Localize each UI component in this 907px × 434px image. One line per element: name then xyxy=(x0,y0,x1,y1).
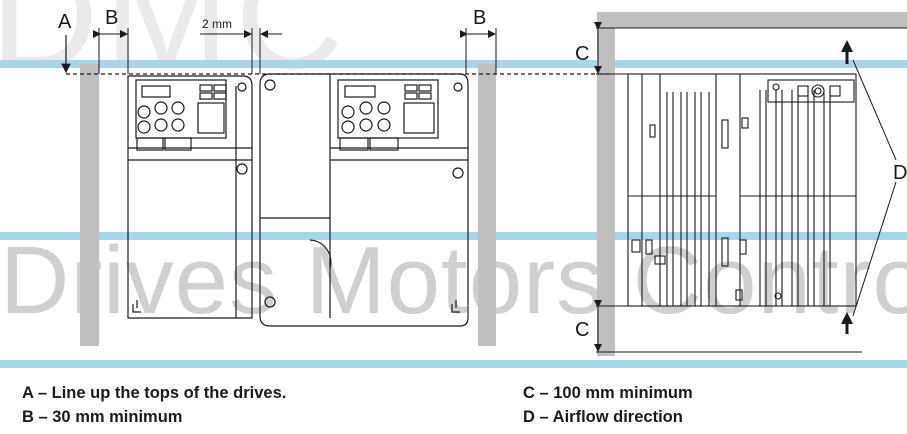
legend-d: D – Airflow direction xyxy=(523,408,683,426)
gap-label: 2 mm xyxy=(202,17,232,31)
label-b-left: B xyxy=(105,7,118,29)
watermark-band xyxy=(0,360,907,368)
label-c-top: C xyxy=(575,43,589,65)
airflow-arrow-bottom xyxy=(841,312,853,334)
airflow-arrow-up xyxy=(841,40,853,64)
watermark-band xyxy=(0,232,907,240)
d-leader-bottom xyxy=(852,181,897,317)
legend-c: C – 100 mm minimum xyxy=(523,384,693,402)
d-leader-top xyxy=(852,59,897,161)
label-d: D xyxy=(893,162,907,184)
drive-front-right xyxy=(259,73,469,327)
drive-front-left xyxy=(127,75,253,319)
drive-side-view xyxy=(627,73,857,307)
left-wall xyxy=(80,64,99,346)
legend-a: A – Line up the tops of the drives. xyxy=(22,384,287,402)
label-c-bottom: C xyxy=(575,319,589,341)
top-clearance-panel xyxy=(597,12,907,28)
rear-wall xyxy=(597,28,615,356)
watermark-band xyxy=(0,60,907,68)
legend-b: B – 30 mm minimum xyxy=(22,408,183,426)
right-wall xyxy=(478,64,496,346)
label-a: A xyxy=(58,11,72,33)
installation-diagram: A B 2 mm B xyxy=(58,7,907,356)
label-b-right: B xyxy=(473,7,486,29)
